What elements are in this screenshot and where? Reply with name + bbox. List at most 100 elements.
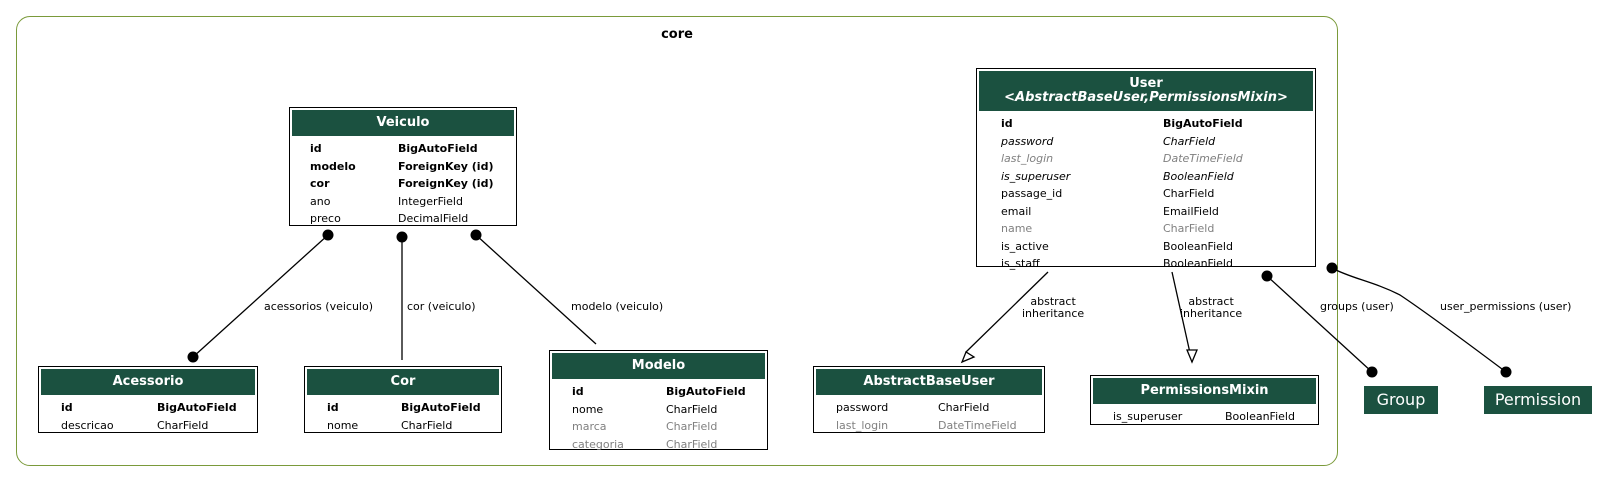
table-title: PermissionsMixin bbox=[1093, 378, 1316, 404]
table-title-text: PermissionsMixin bbox=[1140, 383, 1269, 398]
edge-label-cor: cor (veiculo) bbox=[407, 300, 476, 313]
field-name: categoria bbox=[572, 437, 624, 451]
field-name: passage_id bbox=[1001, 187, 1063, 200]
edge-label-acessorios: acessorios (veiculo) bbox=[264, 300, 374, 313]
field-type: CharField bbox=[401, 418, 453, 432]
edge-dot bbox=[322, 229, 334, 241]
field-type: BigAutoField bbox=[157, 401, 237, 414]
field-name: preco bbox=[310, 212, 341, 225]
edge-label-groups: groups (user) bbox=[1320, 300, 1394, 313]
table-user: User<AbstractBaseUser,PermissionsMixin>i… bbox=[976, 68, 1316, 270]
field-row: password CharField bbox=[977, 133, 1315, 151]
field-type: CharField bbox=[1163, 222, 1215, 235]
table-title-text: Cor bbox=[390, 374, 416, 389]
field-name: last_login bbox=[836, 418, 889, 432]
external-model-group: Group bbox=[1364, 386, 1438, 414]
field-type: CharField bbox=[1163, 134, 1216, 148]
field-type: BigAutoField bbox=[398, 142, 478, 155]
table-title: Modelo bbox=[552, 353, 765, 379]
field-type: IntegerField bbox=[398, 194, 463, 208]
field-name: email bbox=[1001, 204, 1032, 218]
field-type: BigAutoField bbox=[666, 385, 746, 398]
field-type: CharField bbox=[1163, 187, 1215, 200]
edge-label-user-permissions: user_permissions (user) bbox=[1440, 300, 1572, 313]
field-name: nome bbox=[327, 418, 359, 432]
table-subtitle: <AbstractBaseUser,PermissionsMixin> bbox=[1004, 90, 1288, 105]
field-type: CharField bbox=[666, 402, 718, 416]
edge-label-abstract-1: abstract inheritance bbox=[1022, 296, 1084, 320]
edge-label-modelo: modelo (veiculo) bbox=[571, 300, 664, 313]
field-name: descricao bbox=[61, 418, 114, 432]
edge-acessorios bbox=[192, 234, 329, 358]
field-name: marca bbox=[572, 420, 607, 433]
field-name: is_superuser bbox=[1113, 410, 1183, 423]
field-row: modelo ForeignKey (id) bbox=[290, 158, 516, 176]
table-title: Acessorio bbox=[41, 369, 255, 395]
edge-dot bbox=[1500, 366, 1512, 378]
edge-user-permissions bbox=[1331, 267, 1507, 373]
field-name: cor bbox=[310, 177, 330, 190]
edge-modelo bbox=[475, 234, 597, 345]
field-name: last_login bbox=[1001, 152, 1054, 165]
field-type: CharField bbox=[157, 418, 209, 432]
field-name: is_staff bbox=[1001, 257, 1040, 270]
field-type: DateTimeField bbox=[938, 418, 1017, 432]
table-acessorio: Acessorio id BigAutoField descricao CharFiel… bbox=[38, 366, 258, 433]
edge-dot bbox=[187, 351, 199, 363]
field-row: marca CharField bbox=[550, 418, 767, 436]
edge-label-line: inheritance bbox=[1180, 307, 1243, 320]
field-type: EmailField bbox=[1163, 204, 1219, 218]
edge-label-line: abstract bbox=[1030, 295, 1076, 308]
field-name: modelo bbox=[310, 159, 356, 173]
field-type: ForeignKey (id) bbox=[398, 177, 494, 190]
field-type: BigAutoField bbox=[1163, 117, 1243, 130]
core-cluster: core bbox=[16, 16, 1338, 466]
field-row: ano IntegerField bbox=[290, 193, 516, 211]
field-row: email EmailField bbox=[977, 203, 1315, 221]
field-row: descricao CharField bbox=[39, 417, 257, 435]
field-row: id BigAutoField bbox=[39, 399, 257, 417]
edge-abstract-2 bbox=[1171, 271, 1193, 363]
edge-dot bbox=[470, 229, 482, 241]
field-name: ano bbox=[310, 194, 331, 208]
field-type: CharField bbox=[938, 401, 990, 414]
edge-dot bbox=[1326, 262, 1338, 274]
table-title: Cor bbox=[307, 369, 499, 395]
edge-abstract-1 bbox=[965, 271, 1049, 353]
table-title: Veiculo bbox=[292, 110, 514, 136]
field-type: BooleanField bbox=[1163, 239, 1233, 253]
field-row: nome CharField bbox=[305, 417, 501, 435]
field-name: id bbox=[61, 401, 73, 414]
field-name: password bbox=[836, 401, 889, 414]
field-row: password CharField bbox=[814, 399, 1044, 417]
field-type: ForeignKey (id) bbox=[398, 159, 494, 173]
field-name: nome bbox=[572, 402, 604, 416]
field-type: CharField bbox=[666, 420, 718, 433]
field-name: name bbox=[1001, 222, 1033, 235]
field-name: id bbox=[572, 385, 584, 398]
field-type: CharField bbox=[666, 437, 718, 451]
inheritance-arrowhead bbox=[1186, 349, 1198, 364]
edge-label-line: inheritance bbox=[1022, 307, 1085, 320]
edge-dot bbox=[396, 231, 408, 243]
field-row: categoria CharField bbox=[550, 436, 767, 454]
field-row: cor ForeignKey (id) bbox=[290, 175, 516, 193]
edge-label-abstract-2: abstract inheritance bbox=[1180, 296, 1242, 320]
field-row: passage_id CharField bbox=[977, 185, 1315, 203]
field-name: password bbox=[1001, 134, 1054, 148]
table-title-text: Acessorio bbox=[112, 374, 184, 389]
